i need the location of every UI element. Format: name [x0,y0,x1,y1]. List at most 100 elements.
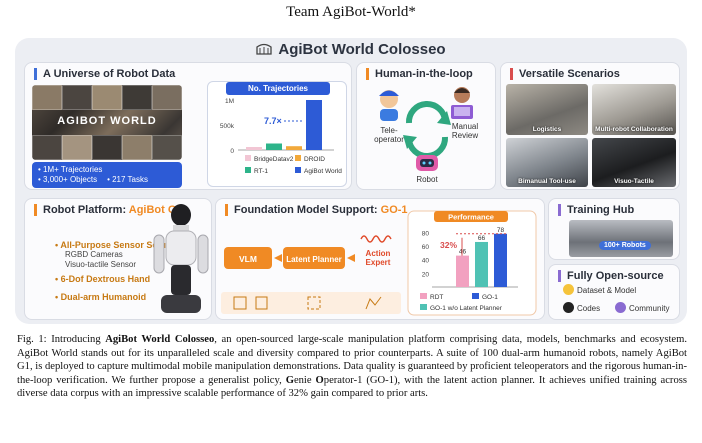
y-tick-label: 0 [230,148,234,155]
cycle-arrows-icon [403,100,451,160]
versatile-panel: Versatile Scenarios Logistics Multi-robo… [500,62,680,190]
gain-annotation: 32% [440,240,457,250]
action-icon [365,296,382,310]
human-title: Human-in-the-loop [366,68,473,80]
universe-title: A Universe of Robot Data [34,68,175,80]
scene-multi-robot: Multi-robot Collaboration [592,84,676,135]
perf-y-tick: 20 [422,271,430,278]
y-tick-label: 500k [220,123,235,130]
dataset-label: Dataset & Model [577,286,637,295]
feature-heading: • Dual-arm Humanoid [55,292,147,302]
scene-logistics: Logistics [506,84,588,135]
foundation-title-accent: GO-1 [380,204,408,216]
foundation-title: Foundation Model Support: GO-1 [225,204,408,216]
caption-lead: Fig. 1: Introducing [17,334,106,345]
legend-swatch [245,167,251,173]
training-hub-panel: Training Hub 100+ Robots [548,198,680,260]
foundation-model-panel: Foundation Model Support: GO-1 VLM Laten… [215,198,545,320]
perf-value-label: 46 [459,249,467,256]
perf-legend-swatch [420,304,427,310]
legend-label: BridgeDatav2 [254,156,294,163]
scene-label: Multi-robot Collaboration [595,126,673,133]
robot-feature-list: • All-Purpose Sensor Setup RGBD Cameras … [55,236,171,302]
open-source-panel: Fully Open-source Dataset & Model Codes … [548,264,680,320]
traj-bar [306,100,322,150]
figure-caption: Fig. 1: Introducing AgiBot World Colosse… [17,333,687,401]
legend-swatch [295,167,301,173]
planner-box [283,247,345,269]
planner-label: Latent Planner [286,255,342,264]
caption-o: O [315,374,324,386]
chat-icon [615,302,626,313]
reviewer-icon [451,87,473,119]
legend-label: AgiBot World [304,168,342,175]
traj-bar [246,147,262,150]
scene-label: Visuo-Tactile [614,178,654,185]
codes-label: Codes [577,304,601,313]
perf-legend-swatch [472,293,479,299]
performance-title: Performance [448,213,494,222]
robot-platform-panel: Robot Platform: AgiBot G1 • All-Purpose … [24,198,212,320]
figure-title: AgiBot World Colosseo [15,41,687,58]
y-tick-label: 1M [225,98,234,105]
vlm-box [224,247,272,269]
performance-header [434,211,508,222]
feature-heading: • 6-Dof Dextrous Hand [55,274,151,284]
scene-label: Bimanual Tool-use [518,178,576,185]
legend-swatch [295,155,301,161]
growth-annotation: 7.7× [264,116,282,126]
feature-text: All-Purpose Sensor Setup [60,240,172,250]
perf-bar [475,241,488,287]
universe-panel: A Universe of Robot Data AGIBOT WORLD • … [24,62,352,190]
perf-y-tick: 40 [422,258,430,265]
training-hub-photo: 100+ Robots [569,220,673,257]
robot-data-collage: AGIBOT WORLD [32,85,182,160]
stat-trajectories: 1M+ Trajectories [43,165,103,174]
robot-title: Robot Platform: AgiBot G1 [34,204,183,216]
perf-y-tick: 60 [422,244,430,251]
colosseum-icon [256,43,273,55]
open-title: Fully Open-source [558,270,664,282]
expert-line-2: Expert [366,258,391,267]
perf-legend-label: RDT [430,294,443,301]
smile-icon [563,284,574,295]
perf-value-label: 66 [478,235,486,242]
collage-label: AGIBOT WORLD [57,115,157,127]
perf-bar [456,255,469,287]
perf-value-label: 78 [497,227,505,234]
caption-tail: perator-1 (GO-1), with the latent action… [17,374,688,400]
feature-text: Dual-arm Humanoid [60,292,147,302]
traj-bar [266,143,282,150]
caption-g: G [285,374,294,386]
arrow-icon [274,254,282,262]
wave-icon [360,235,392,243]
scene-label: Logistics [532,126,562,133]
community-label: Community [629,304,670,313]
legend-swatch [245,155,251,161]
github-icon [563,302,574,313]
latent-icon [307,296,321,310]
perf-y-tick: 80 [422,230,430,237]
community-item: Community [615,302,669,313]
teleoperator-icon [379,90,399,121]
caption-enie: enie [293,374,316,386]
codes-item: Codes [563,302,600,313]
data-stats: • 1M+ Trajectories • 3,000+ Objects• 217… [32,162,182,188]
expert-line-1: Action [366,249,391,258]
robot-title-prefix: Robot Platform: [43,204,129,216]
feature-text: 6-Dof Dextrous Hand [60,274,151,284]
legend-label: RT-1 [254,168,268,175]
doc-icon [255,296,268,310]
versatile-title: Versatile Scenarios [510,68,620,80]
training-title: Training Hub [558,204,634,216]
trajectory-chart: 0 500k 1M 7.7× BridgeDatav2 DROID RT-1 AgiBot W… [220,98,342,175]
teleoperator-label: Tele-operator [374,126,404,144]
legend-label: DROID [304,156,325,163]
vlm-label: VLM [239,254,257,264]
feature-heading: • All-Purpose Sensor Setup [55,240,172,250]
